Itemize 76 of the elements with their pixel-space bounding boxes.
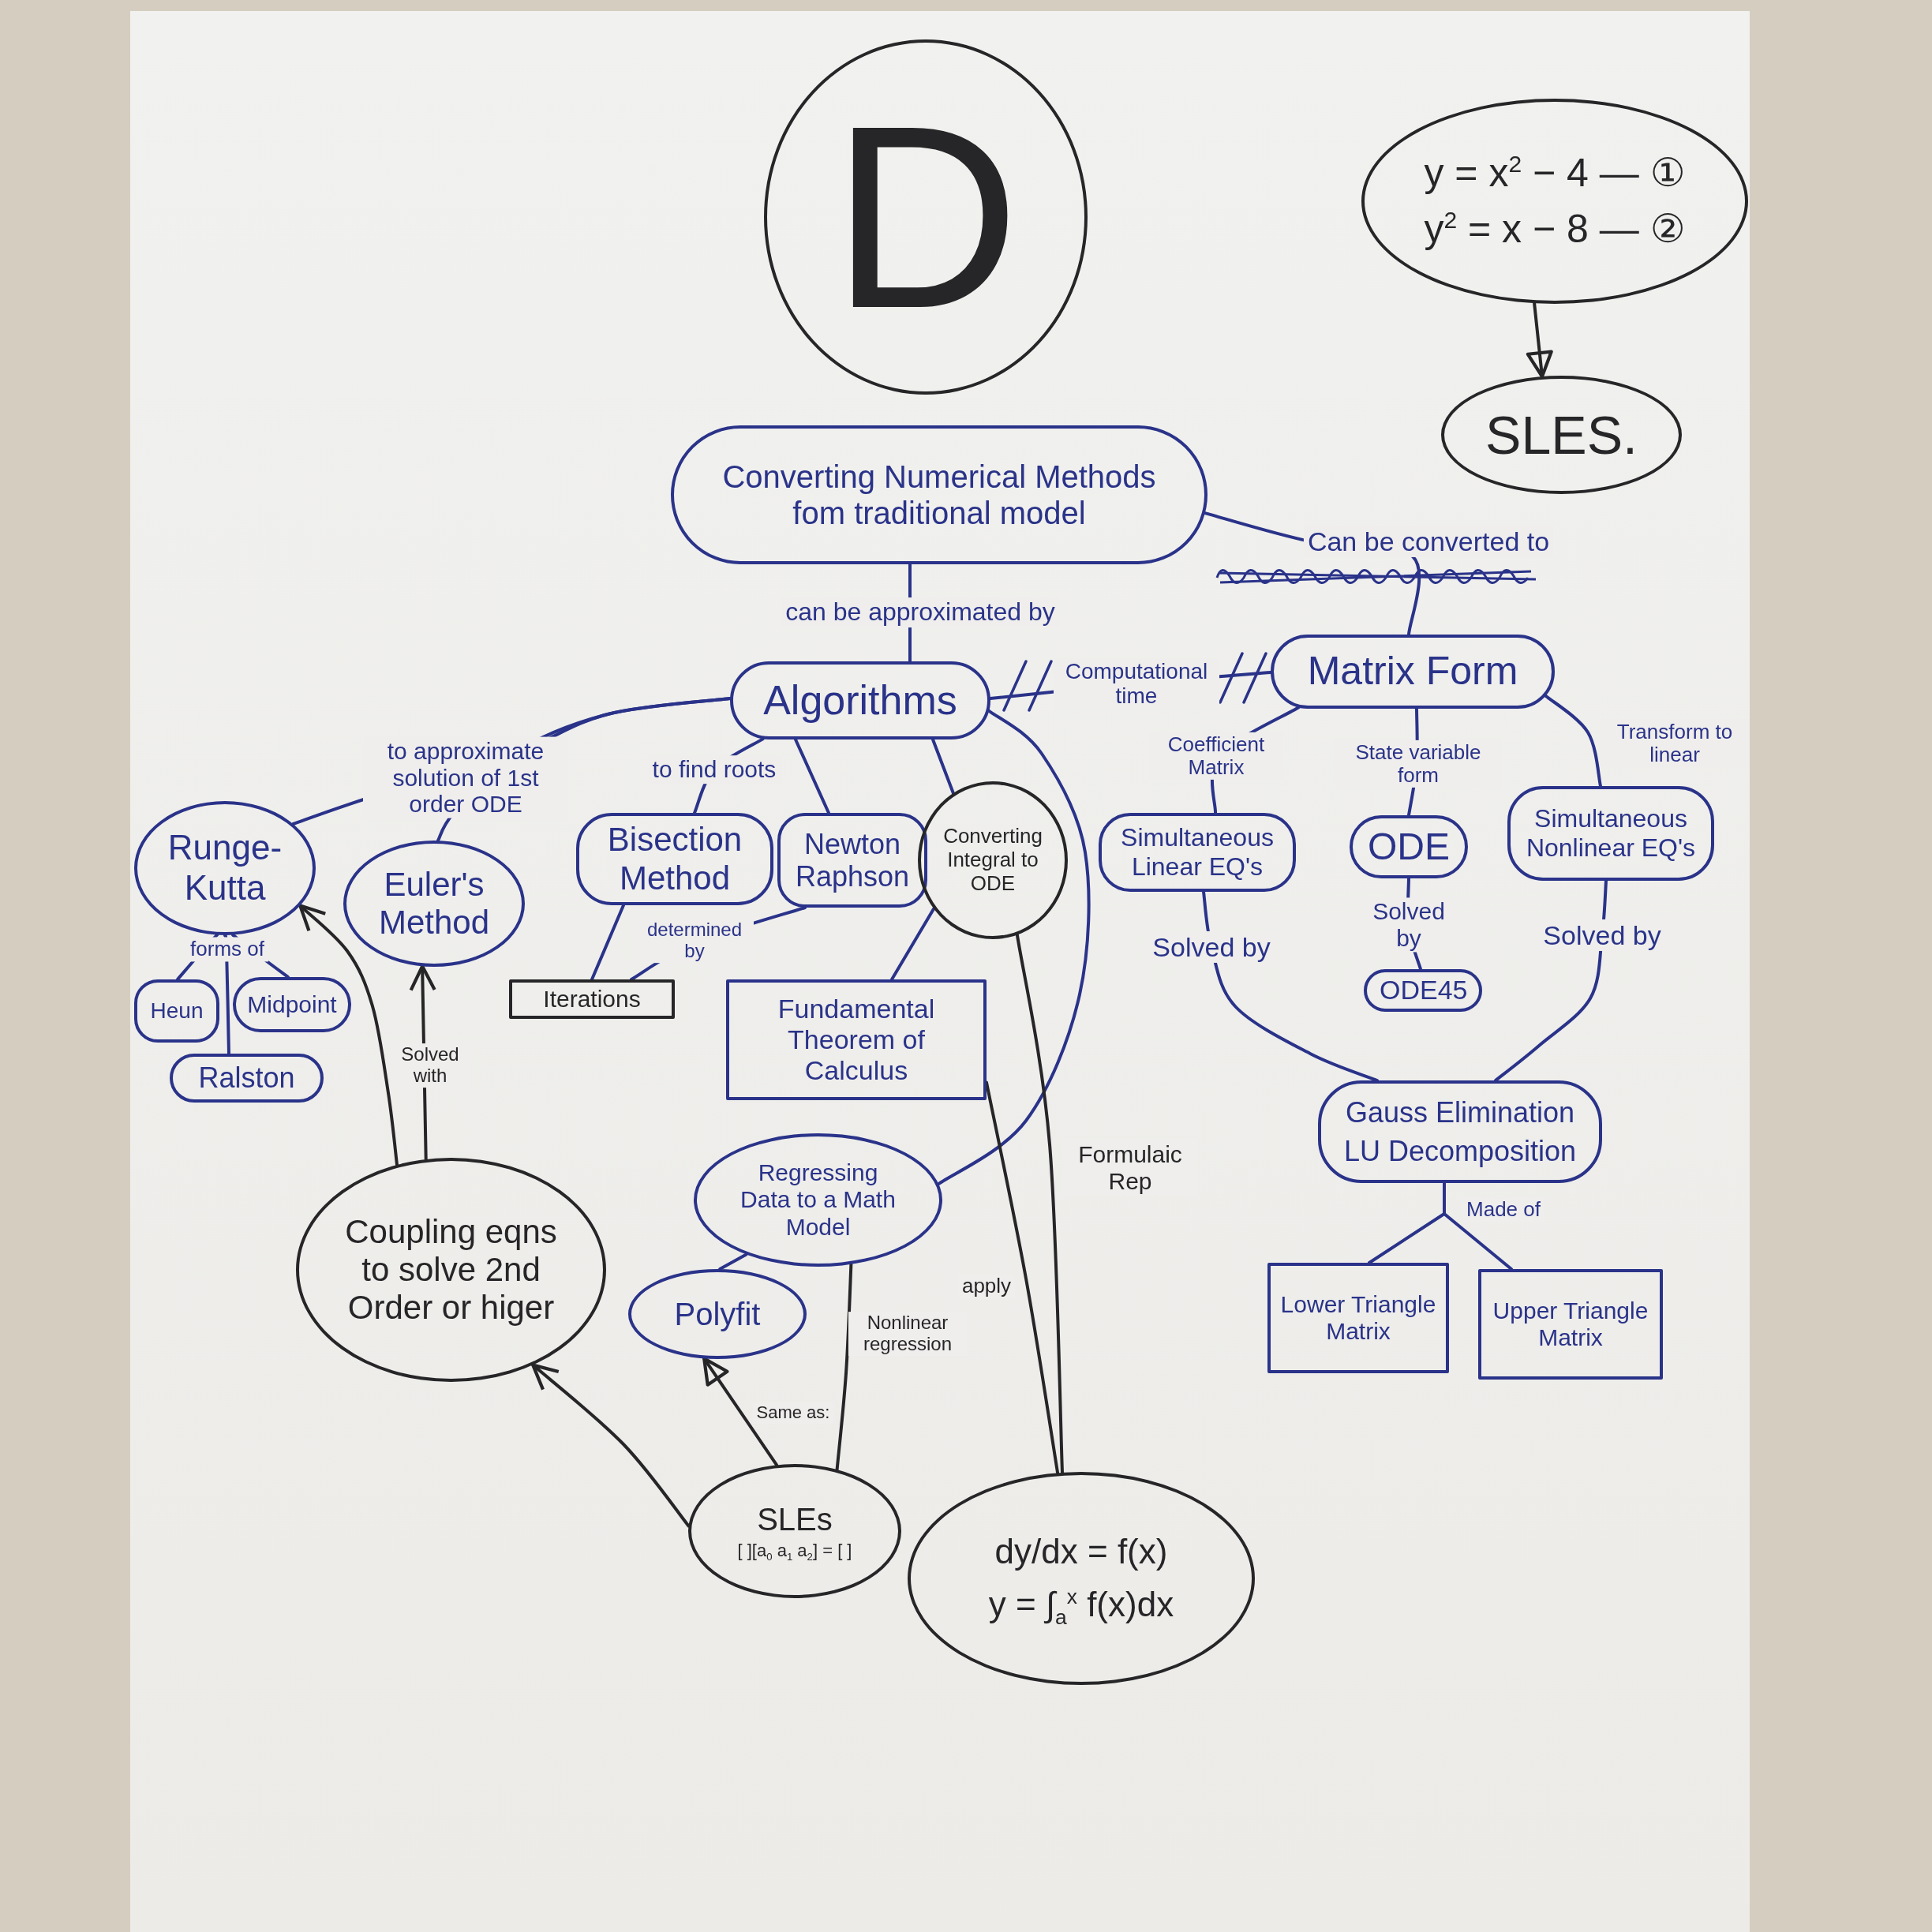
- connector-line: [1443, 1181, 1513, 1271]
- oval-node: [296, 1158, 606, 1382]
- rounded-node: [170, 1054, 324, 1103]
- connector-line: [1202, 890, 1379, 1082]
- node-label: dy/dx = f(x): [994, 1532, 1168, 1572]
- oval-node: [1441, 376, 1682, 494]
- circle-node: [764, 39, 1088, 395]
- node-label: Coupling eqns to solve 2nd Order or higer: [344, 1212, 558, 1327]
- node-label: Converting Numerical Methods fom traditional model: [721, 459, 1157, 531]
- arrow: [298, 904, 399, 1166]
- connector-line: [931, 738, 955, 795]
- node-label: SLES.: [1485, 403, 1638, 466]
- rounded-node: [1271, 635, 1555, 709]
- connector-line: [937, 709, 1091, 1186]
- node-label: Iterations: [543, 985, 641, 1013]
- oval-node: [688, 1464, 901, 1598]
- circle-node: [918, 781, 1068, 939]
- node-label: Matrix Form: [1307, 649, 1518, 695]
- node-label: Gauss Elimination: [1345, 1095, 1575, 1129]
- node-label: Newton Raphson: [794, 827, 911, 893]
- arrow: [531, 1363, 691, 1528]
- node-label: LU Decomposition: [1343, 1135, 1577, 1168]
- rectangle-node: [1478, 1269, 1663, 1380]
- connector-line: [835, 1263, 853, 1471]
- node-label: Euler's Method: [377, 865, 491, 942]
- rounded-node: [1350, 815, 1468, 878]
- rounded-node: [1364, 969, 1482, 1012]
- node-label: SLEs: [757, 1501, 833, 1538]
- node-label: Converting Integral to ODE: [942, 825, 1043, 896]
- connector-line: [794, 738, 830, 814]
- connector-line: [718, 1252, 748, 1271]
- oval-node: [1361, 99, 1748, 304]
- oval-node: [908, 1472, 1255, 1685]
- node-label: Lower Triangle Matrix: [1279, 1290, 1437, 1346]
- rounded-node: [1318, 1080, 1602, 1183]
- node-label: Heun: [150, 998, 204, 1024]
- rectangle-node: [1267, 1263, 1449, 1373]
- node-label: Ralston: [198, 1061, 295, 1095]
- arrow: [702, 1357, 778, 1467]
- node-label: Simultaneous Nonlinear EQ's: [1525, 804, 1697, 863]
- rectangle-node: [726, 979, 987, 1100]
- node-label: Algorithms: [763, 676, 957, 724]
- node-label: y = ∫$_{a}$$^{x}$ f(x)dx: [988, 1585, 1174, 1625]
- oval-node: [694, 1133, 942, 1267]
- rounded-node: [730, 661, 990, 739]
- node-label: ODE: [1368, 825, 1450, 869]
- rounded-node: [1099, 813, 1296, 892]
- oval-node: [343, 841, 525, 967]
- node-label: y = x$^{2}$ − 4 — ①: [1424, 150, 1686, 196]
- node-label: Simultaneous Linear EQ's: [1120, 823, 1275, 882]
- node-label: D: [831, 87, 1020, 347]
- rounded-node: [777, 813, 927, 908]
- node-label: Upper Triangle Matrix: [1492, 1297, 1649, 1352]
- rounded-node: [576, 813, 773, 905]
- oval-node: [134, 801, 316, 935]
- node-label: Bisection Method: [606, 821, 743, 897]
- rectangle-node: [509, 979, 675, 1019]
- connector-line: [890, 907, 936, 981]
- connector-line: [985, 1080, 1060, 1475]
- node-label: Midpoint: [247, 990, 337, 1019]
- connector-line: [1015, 933, 1064, 1474]
- node-label: ODE45: [1380, 975, 1466, 1006]
- node-label: Polyfit: [674, 1296, 761, 1332]
- oval-node: [628, 1269, 807, 1359]
- connector-line: [590, 904, 625, 981]
- rounded-node: [233, 977, 351, 1032]
- rounded-node: [134, 979, 219, 1043]
- arrow: [1526, 301, 1553, 379]
- node-label: [ ][a$_{0}$ a$_{1}$ a$_{2}$] = [ ]: [737, 1541, 852, 1561]
- node-label: Regressing Data to a Math Model: [739, 1159, 897, 1241]
- rounded-node: [1507, 786, 1714, 881]
- node-label: y$^{2}$ = x − 8 — ②: [1424, 207, 1686, 253]
- rounded-node: [671, 425, 1208, 564]
- node-label: Fundamental Theorem of Calculus: [777, 993, 936, 1087]
- connector-line: [1544, 694, 1602, 788]
- node-label: Runge- Kutta: [167, 828, 283, 908]
